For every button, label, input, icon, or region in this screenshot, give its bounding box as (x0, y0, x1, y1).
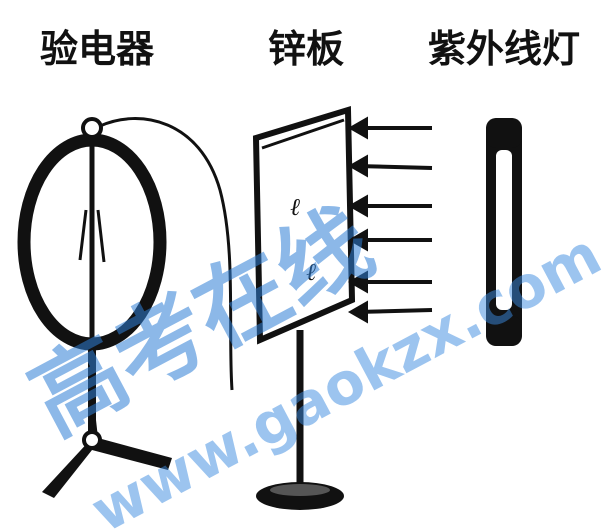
electroscope (17, 117, 172, 498)
electroscope-leaves (78, 209, 106, 263)
electroscope-base-joint (82, 430, 102, 450)
label-uv-lamp: 紫外线灯 (428, 27, 580, 71)
zinc-plate-edge (261, 118, 345, 150)
plate-mark-1: ℓ (290, 193, 300, 221)
zinc-plate-stand-base-top (270, 484, 330, 496)
zinc-plate-apparatus: ℓ ℓ (252, 105, 356, 510)
uv-rays (347, 116, 433, 324)
uv-lamp-cap-bottom (486, 316, 522, 346)
plate-mark-2: ℓ (306, 258, 316, 286)
electroscope-knob (81, 117, 103, 139)
uv-lamp-tube-glass (496, 150, 512, 310)
connecting-wire (99, 117, 234, 391)
zinc-plate (252, 105, 356, 345)
uv-lamp (486, 118, 522, 346)
electroscope-tripod-base (42, 420, 172, 498)
uv-lamp-cap-top (486, 118, 522, 148)
label-zinc-plate: 锌板 (268, 27, 344, 71)
label-electroscope: 验电器 (40, 27, 155, 71)
